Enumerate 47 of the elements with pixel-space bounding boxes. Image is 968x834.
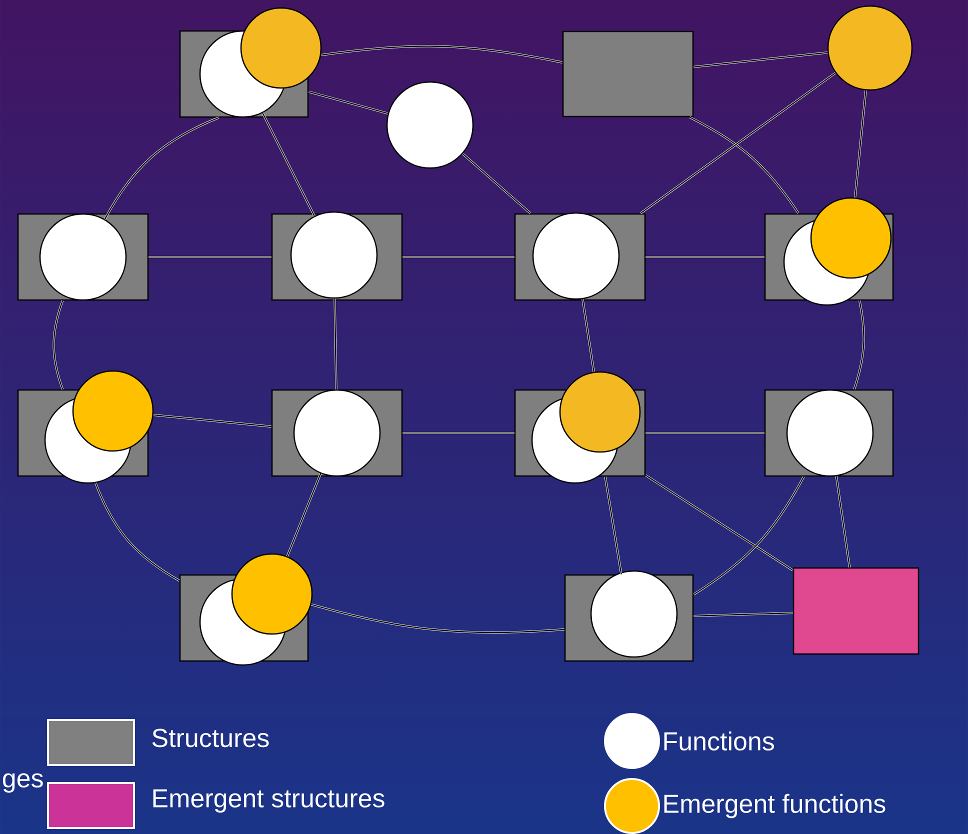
connector-line (694, 612, 793, 618)
connector-line (694, 52, 828, 68)
connector-line (311, 604, 564, 634)
connector-line (153, 414, 272, 428)
connector-line (693, 476, 805, 596)
connector-line (646, 432, 764, 434)
emergent-function-circle (231, 553, 313, 635)
connector-line (854, 90, 867, 198)
function-circle (290, 211, 378, 299)
connector-line (308, 90, 388, 114)
legend-label: Structures (152, 728, 269, 748)
emergent-function-circle (240, 7, 322, 89)
label-text: ges (2, 773, 43, 793)
connector-line (286, 473, 322, 557)
connector-line (262, 112, 316, 216)
function-circle (386, 81, 474, 169)
connector-line (582, 298, 595, 372)
connector-line (104, 116, 220, 220)
connector-line (853, 300, 865, 390)
emergent-function-circle (72, 370, 154, 452)
connector-line (52, 300, 64, 390)
connector-line (645, 474, 794, 572)
legend-label: Emergent structures (153, 789, 384, 813)
emergent-function-circle (810, 197, 892, 279)
function-circle (590, 570, 678, 658)
connector-line (835, 476, 851, 568)
legend-label: Emergent functions (664, 794, 886, 818)
function-circle (39, 213, 127, 301)
connector-line (334, 298, 338, 390)
connector-line (640, 72, 836, 214)
connector-line (402, 432, 514, 434)
legend-label: Functions (664, 731, 774, 751)
structure-box (562, 30, 694, 118)
connector-line (94, 482, 180, 582)
connector-line (604, 476, 622, 575)
connector-line (148, 256, 272, 258)
function-circle (532, 212, 620, 300)
connector-line (320, 45, 563, 64)
connector-line (402, 256, 514, 258)
function-circle (293, 389, 381, 477)
connector-line (689, 116, 800, 214)
emergent-function-circle (559, 371, 641, 453)
emergent-function-circle (827, 5, 913, 91)
connector-line (646, 256, 764, 258)
connector-line (462, 153, 532, 214)
function-circle (786, 389, 874, 477)
emergent-structure-box (792, 567, 920, 655)
